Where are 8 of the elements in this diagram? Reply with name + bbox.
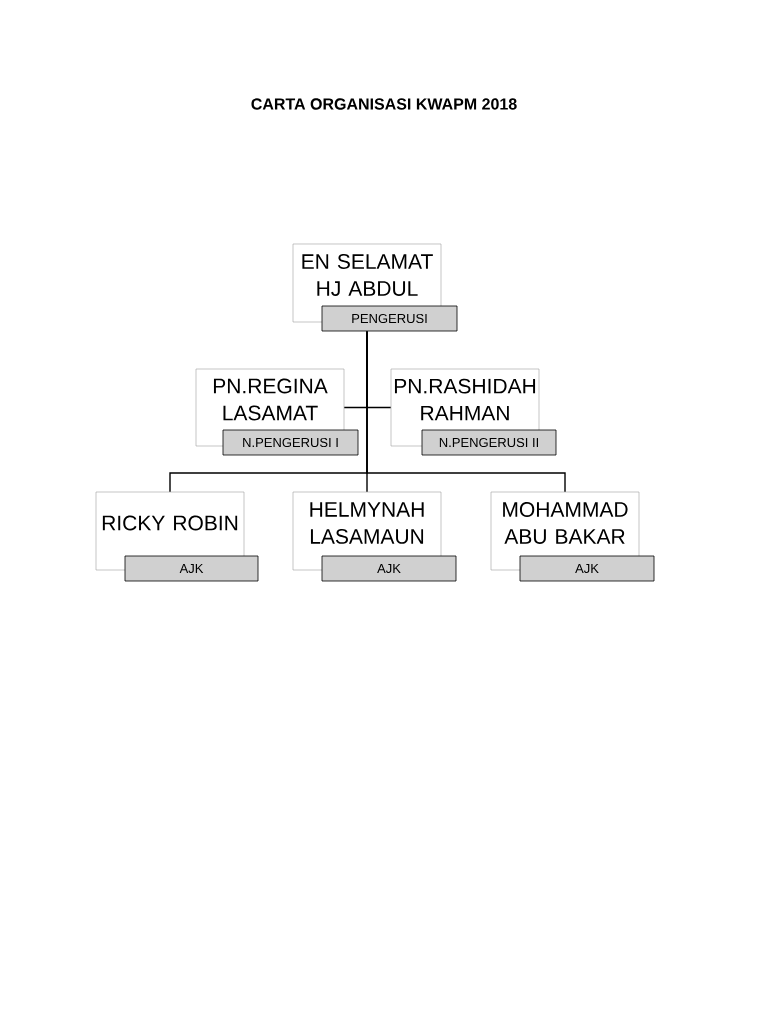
title: CARTA ORGANISASI KWAPM 2018 (251, 98, 517, 110)
role-tag: AJK (519, 555, 655, 582)
role-tag: AJK (124, 555, 259, 582)
connector-line (366, 330, 566, 493)
role-tag: N.PENGERUSI I (222, 429, 359, 456)
role-tag: PENGERUSI (321, 305, 458, 332)
role-tag: N.PENGERUSI II (421, 429, 557, 456)
role-tag: AJK (321, 555, 457, 582)
